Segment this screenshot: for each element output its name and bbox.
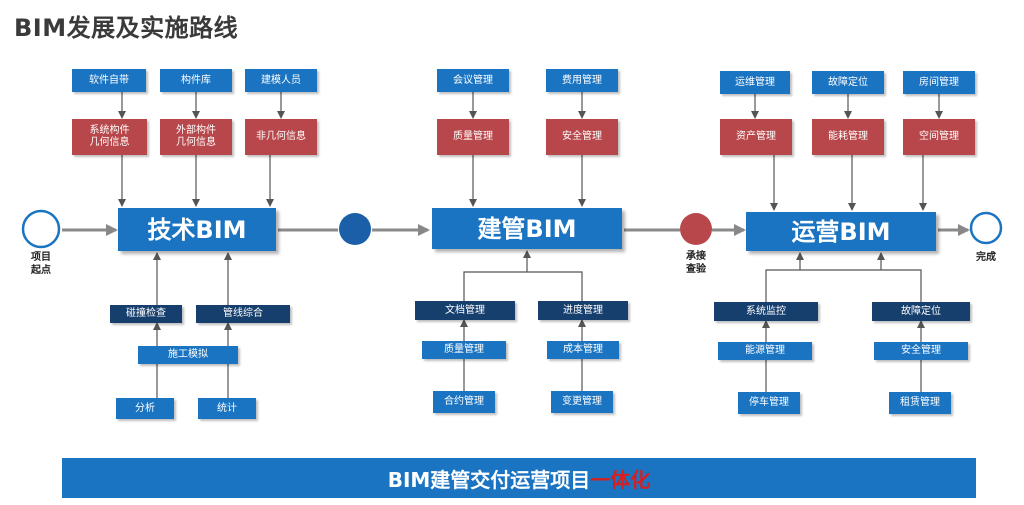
operation-asset: 资产管理	[720, 119, 792, 155]
construction-input-meeting: 会议管理	[437, 69, 509, 92]
handover-node	[680, 213, 712, 245]
tech-clash-check: 碰撞检查	[110, 305, 182, 323]
operation-input-maintenance: 运维管理	[720, 71, 790, 94]
finish-node-label: 完成	[976, 252, 996, 263]
construction-document: 文档管理	[415, 301, 515, 320]
page-title: BIM发展及实施路线	[14, 14, 239, 42]
operation-fault-bottom: 故障定位	[872, 302, 970, 321]
construction-cost-bottom: 成本管理	[547, 341, 619, 359]
operation-space: 空间管理	[903, 119, 975, 155]
tech-input-software: 软件自带	[72, 69, 146, 92]
construction-change: 变更管理	[551, 391, 613, 413]
tech-input-modelers: 建模人员	[245, 69, 317, 92]
tech-analysis: 分析	[116, 398, 174, 419]
tech-construction-simulation: 施工模拟	[138, 346, 238, 364]
tech-statistics: 统计	[198, 398, 256, 419]
banner-main-text: BIM建管交付运营项目	[387, 467, 591, 492]
start-node	[21, 209, 61, 249]
start-node-label: 项目 起点	[31, 252, 51, 276]
tech-pipeline-integration: 管线综合	[196, 305, 290, 323]
operation-safety-bottom: 安全管理	[874, 342, 968, 360]
operation-bim-box: 运营BIM	[746, 212, 936, 251]
finish-node	[969, 211, 1003, 245]
integration-banner: BIM建管交付运营项目一体化	[62, 458, 976, 498]
construction-quality-bottom: 质量管理	[422, 341, 506, 359]
operation-input-room: 房间管理	[903, 71, 975, 94]
construction-bim-box: 建管BIM	[432, 208, 622, 249]
construction-contract: 合约管理	[433, 391, 495, 413]
operation-input-fault: 故障定位	[812, 71, 884, 94]
construction-input-cost: 费用管理	[546, 69, 618, 92]
operation-energy: 能耗管理	[812, 119, 884, 155]
banner-highlight-text: 一体化	[590, 467, 651, 492]
operation-energy-bottom: 能源管理	[718, 342, 812, 360]
transition-node	[339, 213, 371, 245]
tech-input-component-library: 构件库	[160, 69, 232, 92]
operation-leasing: 租赁管理	[889, 392, 951, 414]
tech-info-non-geometric: 非几何信息	[245, 119, 317, 155]
tech-info-system-geometry: 系统构件 几何信息	[72, 119, 147, 155]
operation-parking: 停车管理	[738, 392, 800, 414]
operation-system-monitor: 系统监控	[714, 302, 818, 321]
tech-info-external-geometry: 外部构件 几何信息	[160, 119, 232, 155]
tech-bim-box: 技术BIM	[118, 208, 276, 251]
construction-schedule: 进度管理	[538, 301, 628, 320]
construction-quality: 质量管理	[437, 119, 509, 155]
handover-node-label: 承接 查验	[686, 251, 706, 275]
construction-safety: 安全管理	[546, 119, 618, 155]
